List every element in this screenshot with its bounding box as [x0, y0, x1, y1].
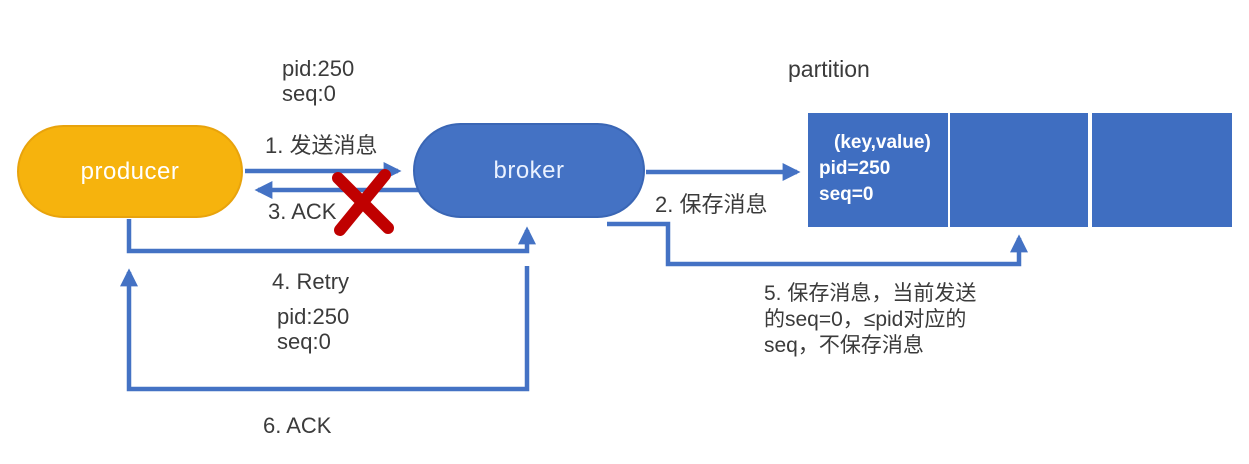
producer-node: producer [17, 125, 243, 218]
partition-cell-2 [950, 113, 1088, 227]
broker-label: broker [493, 156, 565, 184]
broker-node: broker [413, 123, 645, 218]
step5-line3: seq，不保存消息 [764, 334, 924, 357]
step5-line2: 的seq=0，≤pid对应的 [764, 308, 967, 331]
message-meta-top: pid:250 seq:0 [282, 56, 354, 106]
step1-label: 1. 发送消息 [265, 133, 378, 158]
partition-cell-3 [1092, 113, 1232, 227]
step5-line1: 5. 保存消息，当前发送 [764, 282, 977, 305]
meta-seq: seq:0 [282, 81, 336, 106]
producer-label: producer [80, 157, 180, 185]
step4-label: 4. Retry [272, 269, 350, 294]
record-pid: pid=250 [819, 158, 891, 179]
partition-title: partition [788, 56, 870, 82]
failed-x-icon [332, 169, 394, 236]
retry-meta-seq: seq:0 [277, 329, 331, 354]
partition-cell-1: (key,value) pid=250 seq=0 [808, 113, 948, 227]
step6-label: 6. ACK [263, 413, 332, 438]
record-seq: seq=0 [819, 184, 874, 205]
partition-cell-1-record: (key,value) pid=250 seq=0 [808, 113, 948, 208]
step2-label: 2. 保存消息 [655, 192, 768, 217]
retry-meta-pid: pid:250 [277, 304, 350, 329]
record-key-value: (key,value) [834, 132, 931, 153]
arrow-save-check [607, 221, 1028, 267]
step5-label: 5. 保存消息，当前发送 的seq=0，≤pid对应的 seq，不保存消息 [764, 281, 976, 359]
meta-pid: pid:250 [282, 56, 355, 81]
step3-label: 3. ACK [268, 199, 337, 224]
retry-message-meta: pid:250 seq:0 [277, 304, 349, 354]
